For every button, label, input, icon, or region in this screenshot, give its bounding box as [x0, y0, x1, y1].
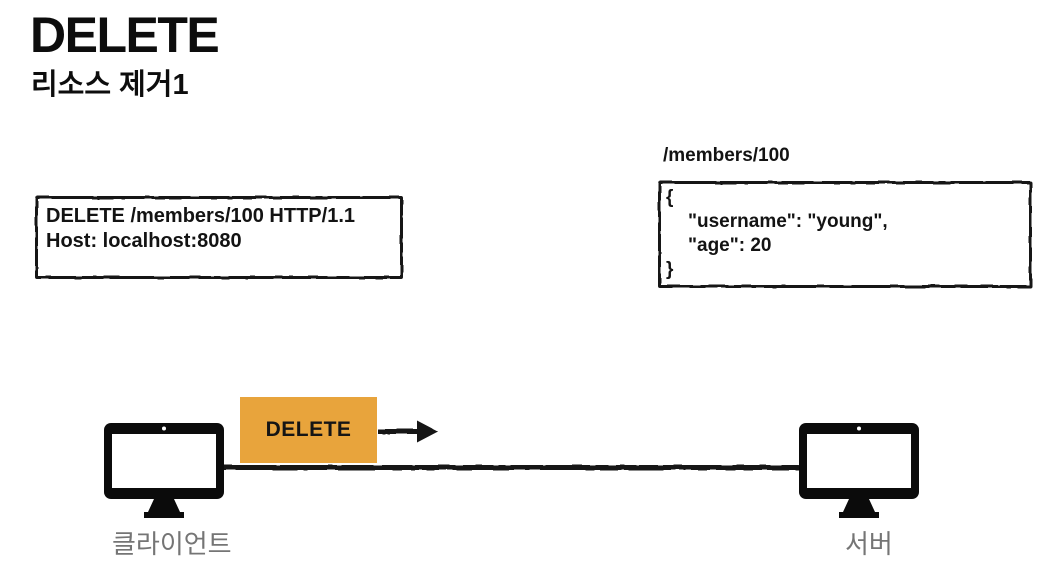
http-request-box: DELETE /members/100 HTTP/1.1 Host: local… — [35, 196, 403, 279]
json-open-brace: { — [666, 187, 674, 208]
client-label: 클라이언트 — [112, 529, 232, 559]
json-username-line: "username": "young", — [688, 211, 888, 232]
page-title: DELETE — [30, 7, 220, 63]
resource-path-label: /members/100 — [663, 145, 790, 166]
message-label: DELETE — [265, 418, 352, 441]
request-line: DELETE /members/100 HTTP/1.1 — [46, 205, 356, 227]
page-subtitle: 리소스 제거1 — [31, 69, 189, 101]
json-close-brace: } — [666, 259, 674, 280]
server-monitor-icon — [799, 423, 919, 518]
client-monitor-icon — [104, 423, 224, 518]
message-box: DELETE — [240, 397, 377, 463]
resource-body-box: { "username": "young", "age": 20 } — [658, 181, 1032, 288]
host-header-line: Host: localhost:8080 — [46, 230, 242, 252]
connection-line — [218, 465, 800, 470]
arrow-right-icon — [378, 420, 438, 443]
server-label: 서버 — [845, 529, 893, 559]
json-age-line: "age": 20 — [688, 235, 772, 256]
